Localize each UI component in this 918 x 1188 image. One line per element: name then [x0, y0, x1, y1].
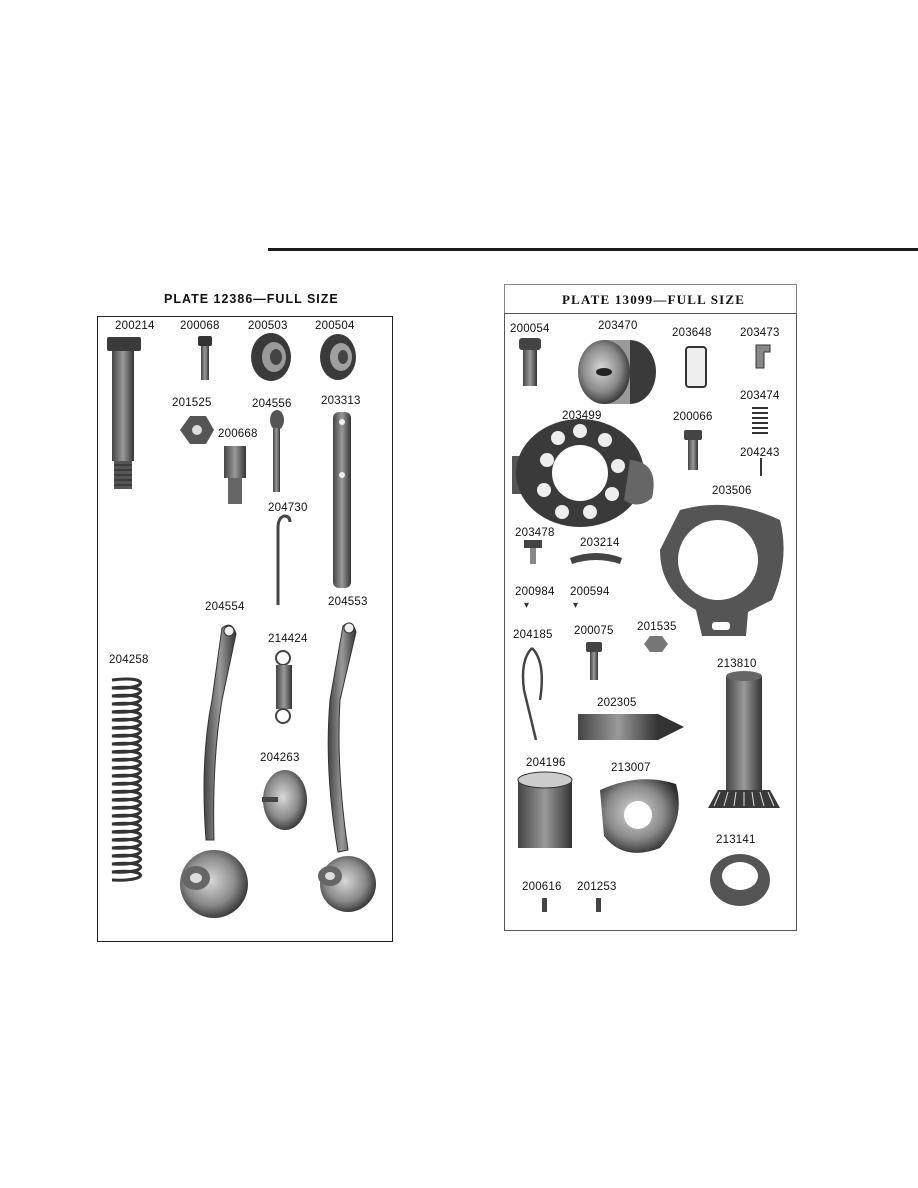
- part-204553-lever: [318, 622, 376, 912]
- part-label: 203313: [321, 395, 361, 407]
- part-label: 200616: [522, 881, 562, 893]
- part-203499-plate: [512, 419, 654, 527]
- part-label: 202305: [597, 697, 637, 709]
- part-label: 200214: [115, 320, 155, 332]
- part-200668-stud: [224, 446, 246, 504]
- part-label: 204263: [260, 752, 300, 764]
- part-label: 200668: [218, 428, 258, 440]
- part-label: 214424: [268, 633, 308, 645]
- part-200504-ring: [320, 334, 356, 380]
- part-label: 203478: [515, 527, 555, 539]
- part-label: 204258: [109, 654, 149, 666]
- part-label: 204554: [205, 601, 245, 613]
- part-label: 204196: [526, 757, 566, 769]
- part-label: 204730: [268, 502, 308, 514]
- right-plate-frame: [504, 313, 797, 931]
- part-213810-gear-shaft: [708, 671, 780, 808]
- part-200066-screw: [684, 430, 702, 470]
- part-label: 213007: [611, 762, 651, 774]
- part-label: 203473: [740, 327, 780, 339]
- part-203648-clip: [685, 346, 707, 388]
- part-label: 200054: [510, 323, 550, 335]
- part-213141-ring: [710, 854, 770, 906]
- part-label: 200075: [574, 625, 614, 637]
- part-201535-nut: [644, 636, 668, 652]
- part-213007-cam: [600, 779, 679, 853]
- part-204556-pin: [270, 410, 284, 492]
- part-200503-ring: [251, 333, 291, 381]
- part-label: 203470: [598, 320, 638, 332]
- part-200214-bolt: [107, 337, 141, 489]
- part-202305-pointed-rod: [578, 714, 684, 740]
- part-label: 203214: [580, 537, 620, 549]
- part-204554-lever: [180, 624, 248, 918]
- top-rule: [268, 248, 918, 251]
- part-label: 203648: [672, 327, 712, 339]
- part-203470-spool: [578, 340, 656, 404]
- part-200068-screw: [198, 336, 212, 380]
- part-204263-disc: [262, 770, 307, 830]
- part-203313-bar: [333, 412, 351, 588]
- part-203478-screw: [524, 540, 542, 564]
- part-200075-screw: [586, 642, 602, 680]
- part-204243-pin: [760, 458, 762, 476]
- part-214424-spring: [275, 650, 292, 724]
- part-201525-hole: [192, 425, 202, 435]
- part-204730-wire: [276, 514, 292, 605]
- part-label: 200504: [315, 320, 355, 332]
- part-203506-plate: [660, 504, 784, 636]
- part-label: 203474: [740, 390, 780, 402]
- part-204196-bushing: [517, 771, 573, 848]
- part-200984-tiny-screw: ▾: [524, 600, 529, 611]
- part-label: 201253: [577, 881, 617, 893]
- part-label: 204553: [328, 596, 368, 608]
- part-label: 200068: [180, 320, 220, 332]
- part-label: 213810: [717, 658, 757, 670]
- part-label: 201525: [172, 397, 212, 409]
- part-label: 200984: [515, 586, 555, 598]
- left-plate-frame: [97, 316, 393, 942]
- part-label: 204556: [252, 398, 292, 410]
- part-204185-wire: [521, 647, 543, 741]
- right-plate-side-line: [796, 284, 797, 314]
- part-203474-spring: [752, 407, 768, 434]
- part-201253-screw: [596, 898, 601, 912]
- part-204258-coil-spring: [111, 677, 142, 882]
- right-plate-title: PLATE 13099—FULL SIZE: [562, 292, 746, 307]
- part-label: 204243: [740, 447, 780, 459]
- part-label: 200594: [570, 586, 610, 598]
- part-label: 201535: [637, 621, 677, 633]
- part-203473-bracket: [755, 344, 771, 369]
- part-200594-tiny-screw: ▾: [573, 600, 578, 611]
- part-label: 203506: [712, 485, 752, 497]
- part-203214-arc: [570, 553, 622, 564]
- part-label: 213141: [716, 834, 756, 846]
- part-label: 203499: [562, 410, 602, 422]
- right-plate-side-line: [504, 284, 505, 314]
- part-200616-screw: [542, 898, 547, 912]
- part-label: 200503: [248, 320, 288, 332]
- part-200054-screw: [519, 338, 541, 386]
- left-plate-title: PLATE 12386—FULL SIZE: [164, 292, 339, 306]
- right-plate-top-line: [504, 284, 797, 285]
- part-label: 200066: [673, 411, 713, 423]
- part-label: 204185: [513, 629, 553, 641]
